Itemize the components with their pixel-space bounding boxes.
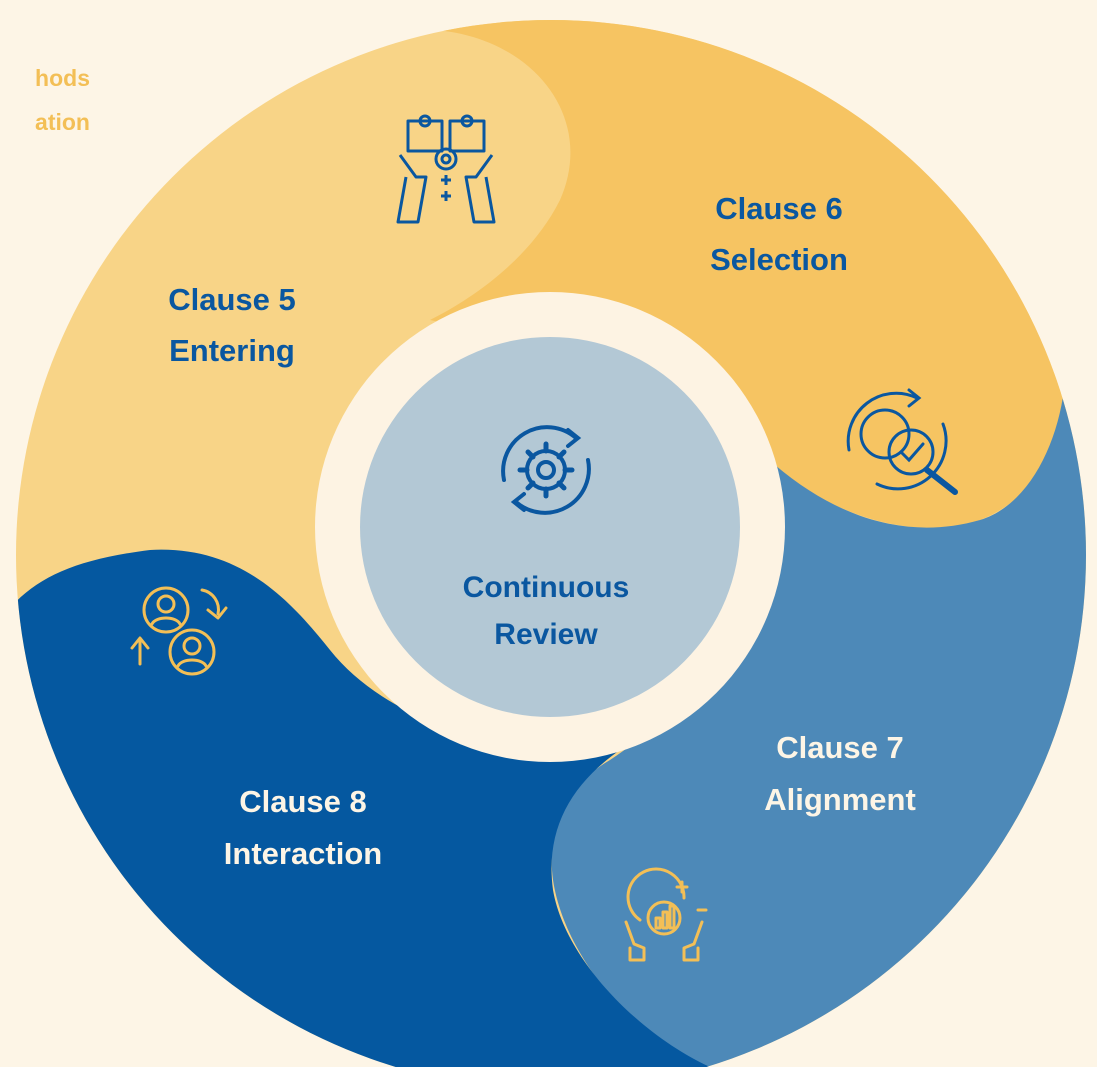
clause5-title: Clause 5 bbox=[168, 282, 296, 317]
clause7-title: Clause 7 bbox=[776, 730, 904, 765]
cropped-heading: hods ation bbox=[0, 56, 90, 144]
user-exchange-icon bbox=[130, 586, 228, 676]
cropped-heading-line1: hods bbox=[35, 65, 90, 91]
gear-cycle-icon bbox=[501, 425, 591, 515]
center-label-line2: Review bbox=[494, 618, 598, 651]
gear-search-check-icon bbox=[846, 388, 958, 495]
clause5-subtitle: Entering bbox=[169, 333, 295, 368]
clause8-subtitle: Interaction bbox=[224, 836, 382, 871]
puzzle-hands-icon bbox=[396, 114, 496, 224]
segment-clause7-fill bbox=[551, 380, 1086, 1067]
clause6-subtitle: Selection bbox=[710, 242, 848, 277]
center-disc bbox=[360, 337, 740, 717]
cropped-heading-line2: ation bbox=[35, 109, 90, 135]
clause6-title: Clause 6 bbox=[715, 191, 843, 226]
clause8-title: Clause 8 bbox=[239, 784, 367, 819]
growth-chart-hands-icon bbox=[624, 867, 708, 962]
segment-clause8-fill bbox=[16, 549, 710, 1067]
center-label-line1: Continuous bbox=[463, 571, 630, 604]
clause7-subtitle: Alignment bbox=[764, 782, 916, 817]
